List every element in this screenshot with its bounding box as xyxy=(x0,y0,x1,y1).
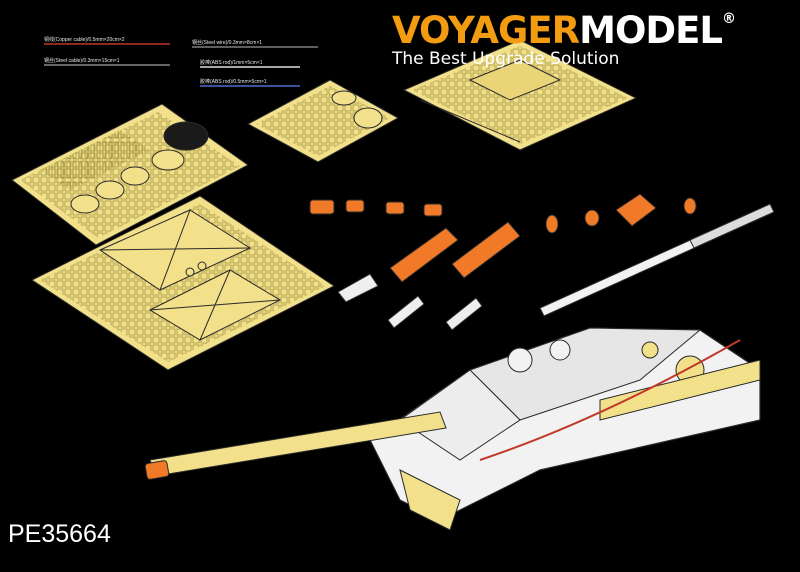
legend-copper-cable: 铜线(Copper cable)/0.5mm×20cm×2 xyxy=(44,37,125,43)
pe-fret-hull-details xyxy=(31,195,335,371)
brand-tagline: The Best Upgrade Solution xyxy=(392,49,620,69)
brand-logo: VOYAGERMODEL® xyxy=(392,9,736,52)
metal-gun-barrel xyxy=(539,203,775,317)
legend-abs-rod-2: 胶棒(ABS rod)/0.5mm×5cm×1 xyxy=(200,79,267,85)
pe-fret-mesh-screens xyxy=(246,79,400,163)
turned-brass-parts xyxy=(309,193,697,234)
brand-name-part1: VOYAGER xyxy=(392,9,580,52)
jagdpanther-hull xyxy=(369,327,761,531)
ammunition-shells xyxy=(337,221,521,303)
legend-steel-wire: 钢丝(Steel wire)/0.3mm×8cm×1 xyxy=(192,40,263,46)
pe-fret-engine-deck xyxy=(11,103,249,246)
registered-mark: ® xyxy=(722,11,736,27)
product-code: PE35664 xyxy=(8,520,111,548)
pe-fret-fenders xyxy=(402,39,638,151)
tow-shackles xyxy=(387,295,483,331)
materials-legend xyxy=(44,43,318,87)
brand-name-part2: MODEL xyxy=(579,9,723,52)
hull-gun-barrel xyxy=(144,411,447,480)
legend-abs-rod-1: 胶棒(ABS rod)/1mm×5cm×1 xyxy=(200,60,263,66)
legend-steel-cable: 钢丝(Steel cable)/0.3mm×15cm×1 xyxy=(44,58,120,64)
